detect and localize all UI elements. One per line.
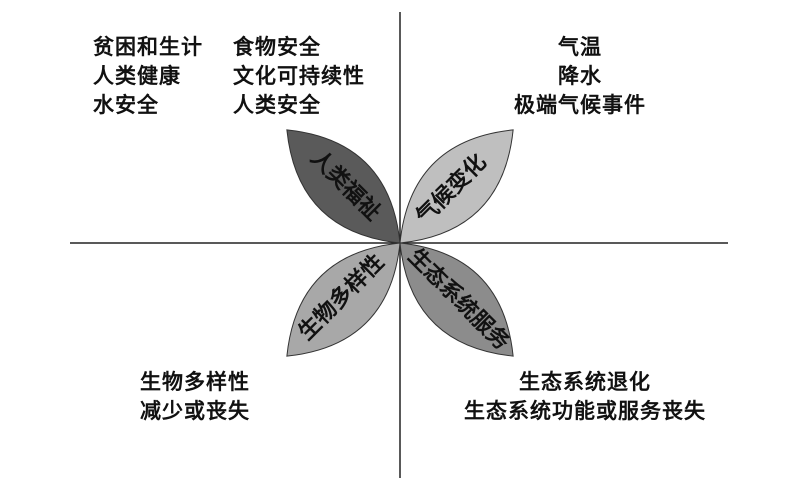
list-item: 生态系统功能或服务丧失 — [464, 399, 706, 423]
leaf-biodiversity — [286, 242, 401, 357]
list-item: 贫困和生计 — [93, 35, 203, 59]
list-item: 食物安全 — [233, 35, 321, 59]
list-item: 人类安全 — [233, 93, 321, 117]
list-item: 降水 — [558, 64, 602, 88]
leaf-human-wellbeing — [286, 129, 401, 244]
top-left-list-col2: 食物安全 文化可持续性 人类安全 — [233, 33, 365, 120]
list-item: 气温 — [558, 35, 602, 59]
list-item: 人类健康 — [93, 64, 181, 88]
list-item: 极端气候事件 — [514, 93, 646, 117]
leaf-climate-change — [399, 129, 514, 244]
list-item: 文化可持续性 — [233, 64, 365, 88]
top-left-list-col1: 贫困和生计 人类健康 水安全 — [93, 33, 203, 120]
list-item: 水安全 — [93, 93, 159, 117]
bottom-right-list: 生态系统退化 生态系统功能或服务丧失 — [440, 368, 730, 426]
list-item: 生态系统退化 — [519, 370, 651, 394]
list-item: 减少或丧失 — [140, 399, 250, 423]
list-item: 生物多样性 — [140, 370, 250, 394]
top-right-list: 气温 降水 极端气候事件 — [480, 33, 680, 120]
bottom-left-list: 生物多样性 减少或丧失 — [110, 368, 280, 426]
